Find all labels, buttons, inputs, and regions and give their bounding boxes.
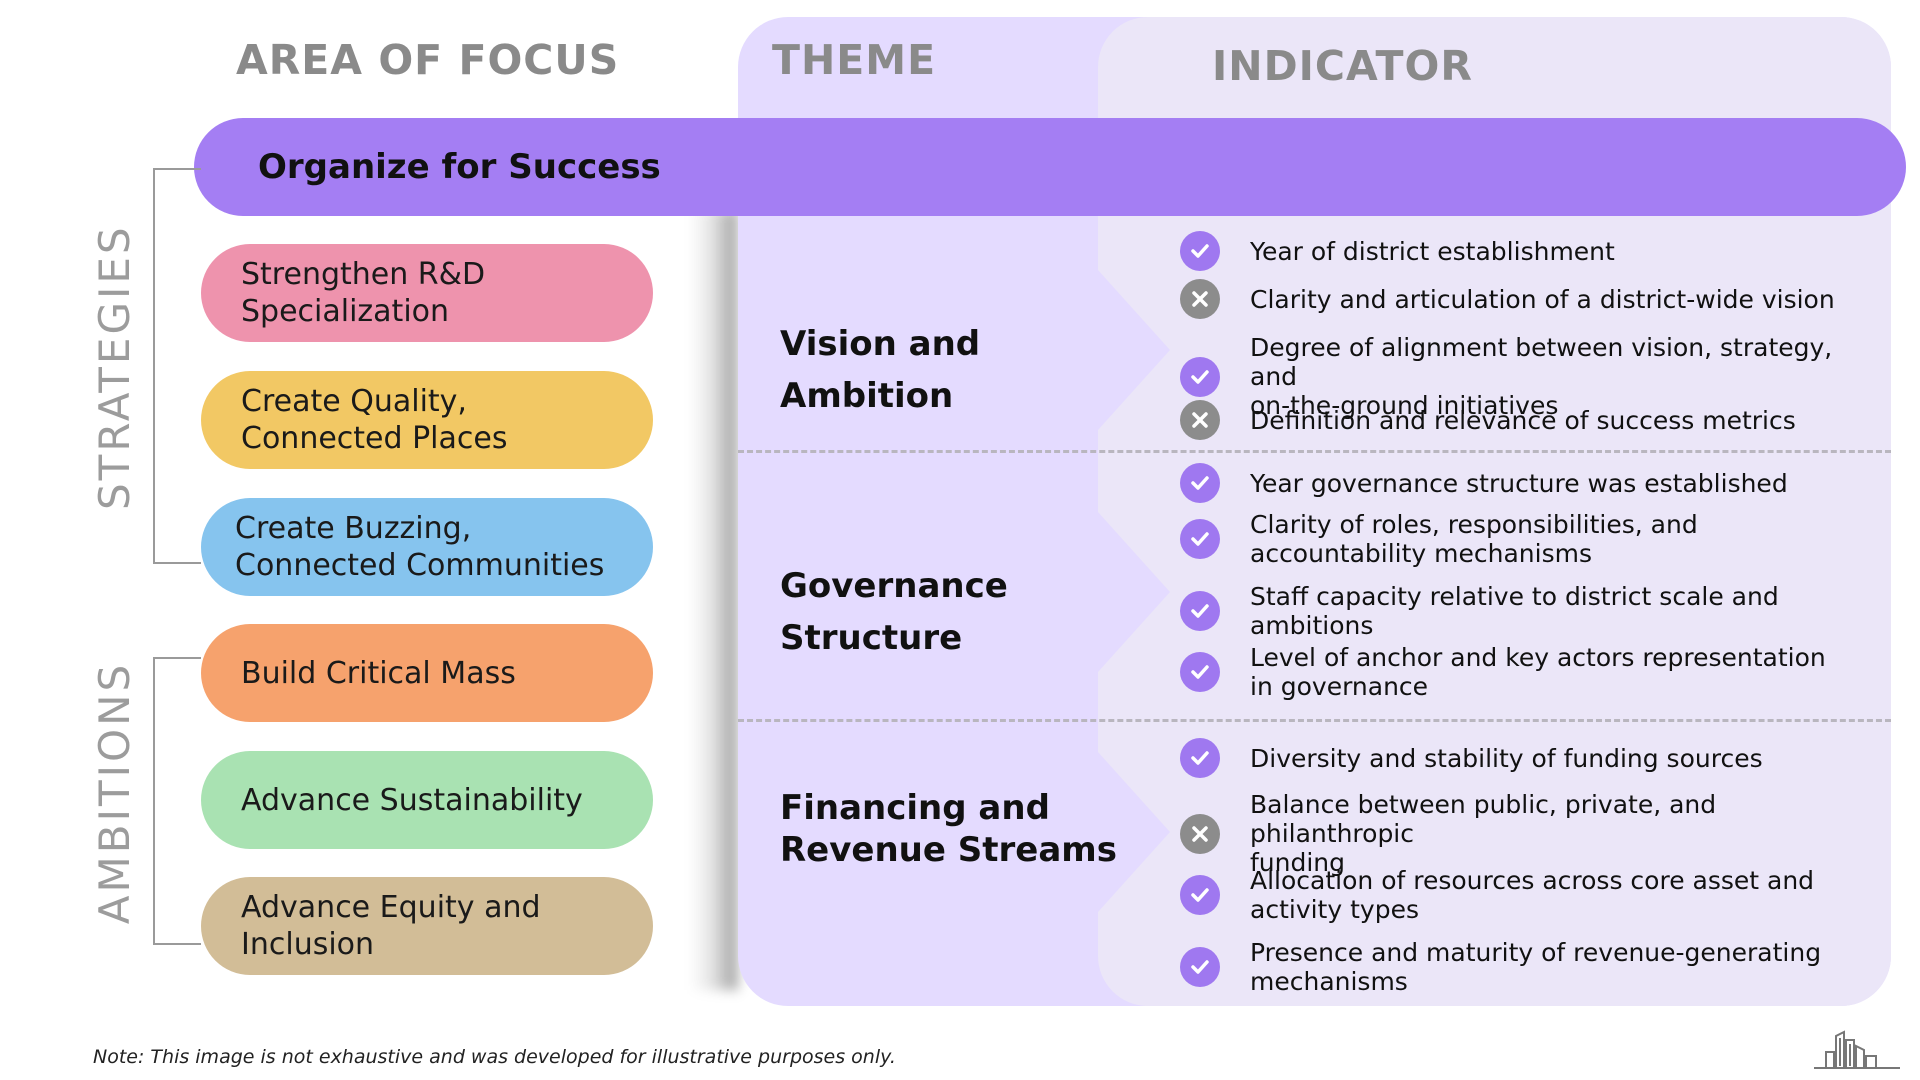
panel-shadow (690, 210, 738, 990)
indicator-text: Year governance structure was establishe… (1250, 468, 1788, 498)
indicator-row: Diversity and stability of funding sourc… (1180, 738, 1880, 778)
pill-label-line1: Advance Sustainability (241, 782, 583, 818)
pill-label-line1: Create Buzzing, (235, 511, 472, 546)
indicator-row: Clarity and articulation of a district-w… (1180, 279, 1880, 319)
indicator-text: Staff capacity relative to district scal… (1250, 582, 1779, 611)
organize-for-success-banner (194, 118, 1906, 216)
pill-label-line2: Connected Places (241, 421, 508, 456)
check-icon (1180, 356, 1220, 397)
indicator-text: Year of district establishment (1250, 236, 1615, 266)
pill-label-line2: Connected Communities (235, 548, 605, 583)
cross-icon (1180, 813, 1220, 854)
strategies-bracket (153, 168, 201, 564)
indicator-text: Diversity and stability of funding sourc… (1250, 743, 1763, 773)
check-icon (1180, 947, 1220, 987)
indicator-text: ambitions (1250, 611, 1374, 640)
indicator-text: mechanisms (1250, 967, 1408, 996)
check-icon (1180, 652, 1220, 692)
banner-label: Organize for Success (258, 147, 661, 187)
theme-name-line1: Vision and (780, 324, 981, 364)
section-divider (738, 450, 1891, 453)
theme-financing-revenue: Financing and Revenue Streams (780, 787, 1117, 871)
indicator-row: Year governance structure was establishe… (1180, 463, 1880, 503)
header-indicator: INDICATOR (1212, 42, 1473, 90)
theme-arrow-financing (1098, 752, 1170, 912)
theme-name-line2: Revenue Streams (780, 830, 1117, 870)
theme-name-line1: Financing and (780, 788, 1050, 828)
pill-sustainability: Advance Sustainability (201, 751, 653, 849)
indicator-row: Definition and relevance of success metr… (1180, 400, 1880, 440)
pill-quality-places: Create Quality,Connected Places (201, 371, 653, 469)
check-icon (1180, 231, 1220, 271)
indicator-text: Clarity of roles, responsibilities, and (1250, 510, 1698, 539)
theme-governance-structure: Governance Structure (780, 560, 1008, 664)
theme-vision-ambition: Vision and Ambition (780, 318, 980, 422)
indicator-text: Clarity and articulation of a district-w… (1250, 284, 1835, 314)
indicator-text: in governance (1250, 672, 1429, 701)
pill-critical-mass: Build Critical Mass (201, 624, 653, 722)
indicator-text: Balance between public, private, and phi… (1250, 790, 1717, 848)
indicator-text: Degree of alignment between vision, stra… (1250, 333, 1833, 391)
pill-label-line2: Specialization (241, 294, 450, 329)
theme-arrow-governance (1098, 512, 1170, 672)
cross-icon (1180, 400, 1220, 440)
pill-label-line1: Strengthen R&D (241, 257, 486, 292)
pill-label-line1: Create Quality, (241, 384, 467, 419)
pill-buzzing-communities: Create Buzzing,Connected Communities (201, 498, 653, 596)
check-icon (1180, 463, 1220, 503)
theme-arrow-vision (1098, 270, 1170, 430)
check-icon (1180, 519, 1220, 559)
indicator-text: funding (1250, 848, 1346, 877)
ambitions-bracket (153, 657, 201, 945)
footnote: Note: This image is not exhaustive and w… (93, 1046, 896, 1068)
indicator-row: Presence and maturity of revenue-generat… (1180, 938, 1880, 996)
indicator-row: Year of district establishment (1180, 231, 1880, 271)
check-icon (1180, 875, 1220, 915)
theme-name-line2: Structure (780, 618, 963, 658)
indicator-row: Level of anchor and key actors represent… (1180, 643, 1880, 701)
indicator-text: Presence and maturity of revenue-generat… (1250, 938, 1822, 967)
indicator-row: Degree of alignment between vision, stra… (1180, 333, 1880, 420)
section-divider (738, 719, 1891, 722)
pill-label-line1: Advance Equity and (241, 890, 541, 925)
indicator-text: activity types (1250, 895, 1419, 924)
check-icon (1180, 591, 1220, 631)
indicator-text: accountability mechanisms (1250, 539, 1593, 568)
ambitions-label: AMBITIONS (90, 661, 139, 925)
check-icon (1180, 738, 1220, 778)
indicator-text: Level of anchor and key actors represent… (1250, 643, 1826, 672)
indicator-row: Staff capacity relative to district scal… (1180, 582, 1880, 640)
pill-label-line1: Build Critical Mass (241, 655, 516, 691)
indicator-text: Definition and relevance of success metr… (1250, 405, 1796, 435)
indicator-row: Allocation of resources across core asse… (1180, 866, 1880, 924)
header-area-of-focus: AREA OF FOCUS (236, 36, 620, 84)
strategies-label: STRATEGIES (90, 224, 139, 510)
indicator-text: Allocation of resources across core asse… (1250, 866, 1815, 895)
city-skyline-icon (1814, 1030, 1900, 1069)
cross-icon (1180, 279, 1220, 319)
indicator-text: on-the-ground initiatives (1250, 391, 1559, 420)
indicator-row: Balance between public, private, and phi… (1180, 790, 1880, 877)
theme-name-line2: Ambition (780, 376, 954, 416)
pill-label-line2: Inclusion (241, 927, 375, 962)
theme-name-line1: Governance (780, 566, 1008, 606)
header-theme: THEME (772, 36, 937, 84)
